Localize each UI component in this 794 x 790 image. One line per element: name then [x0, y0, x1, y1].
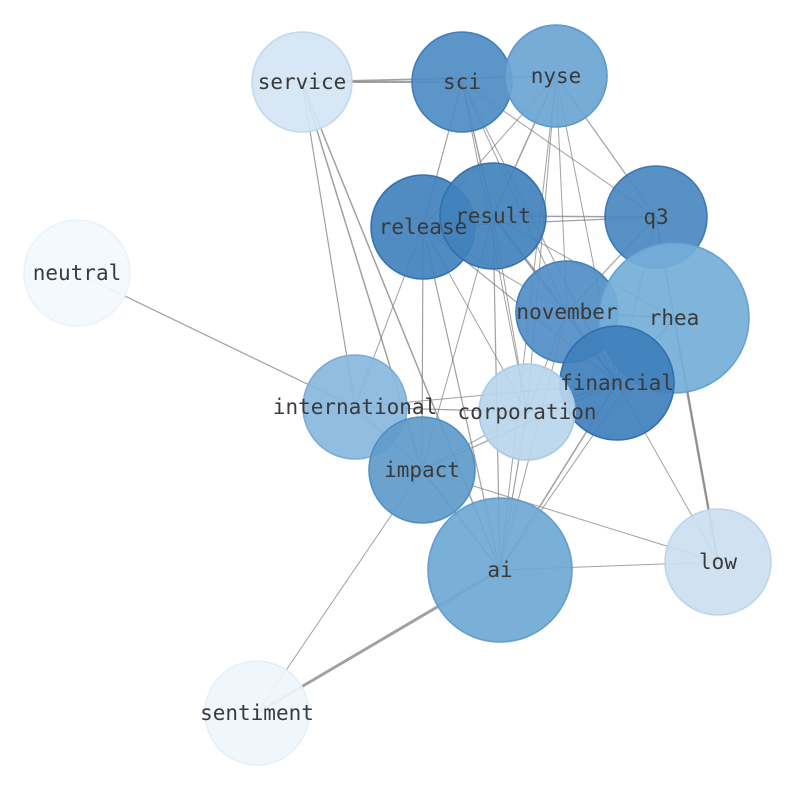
graph-node-result	[439, 162, 547, 270]
graph-label-release: release	[379, 215, 468, 239]
graph-label-corporation: corporation	[457, 400, 596, 424]
graph-edge-nyse-corporation	[526, 75, 557, 413]
node-layer	[23, 24, 772, 766]
graph-node-service	[251, 31, 353, 133]
graph-label-international: international	[273, 395, 437, 419]
graph-label-impact: impact	[384, 458, 460, 482]
graph-node-international	[302, 354, 408, 460]
graph-label-result: result	[455, 204, 531, 228]
graph-node-sentiment	[204, 660, 310, 766]
graph-node-ai	[427, 497, 573, 643]
graph-node-neutral	[23, 219, 131, 327]
graph-label-q3: q3	[643, 205, 668, 229]
graph-label-nyse: nyse	[531, 64, 582, 88]
graph-label-rhea: rhea	[649, 306, 700, 330]
graph-node-corporation	[478, 363, 576, 461]
graph-label-ai: ai	[487, 558, 512, 582]
graph-label-november: november	[516, 300, 617, 324]
graph-label-service: service	[258, 70, 347, 94]
graph-label-sci: sci	[443, 70, 481, 94]
graph-label-sentiment: sentiment	[200, 701, 314, 725]
graph-label-neutral: neutral	[33, 261, 122, 285]
graph-node-nyse	[504, 24, 608, 128]
graph-label-financial: financial	[560, 371, 674, 395]
graph-node-impact	[368, 416, 476, 524]
graph-edge-service-international	[301, 81, 356, 408]
graph-label-low: low	[699, 550, 737, 574]
graph-node-low	[664, 508, 772, 616]
